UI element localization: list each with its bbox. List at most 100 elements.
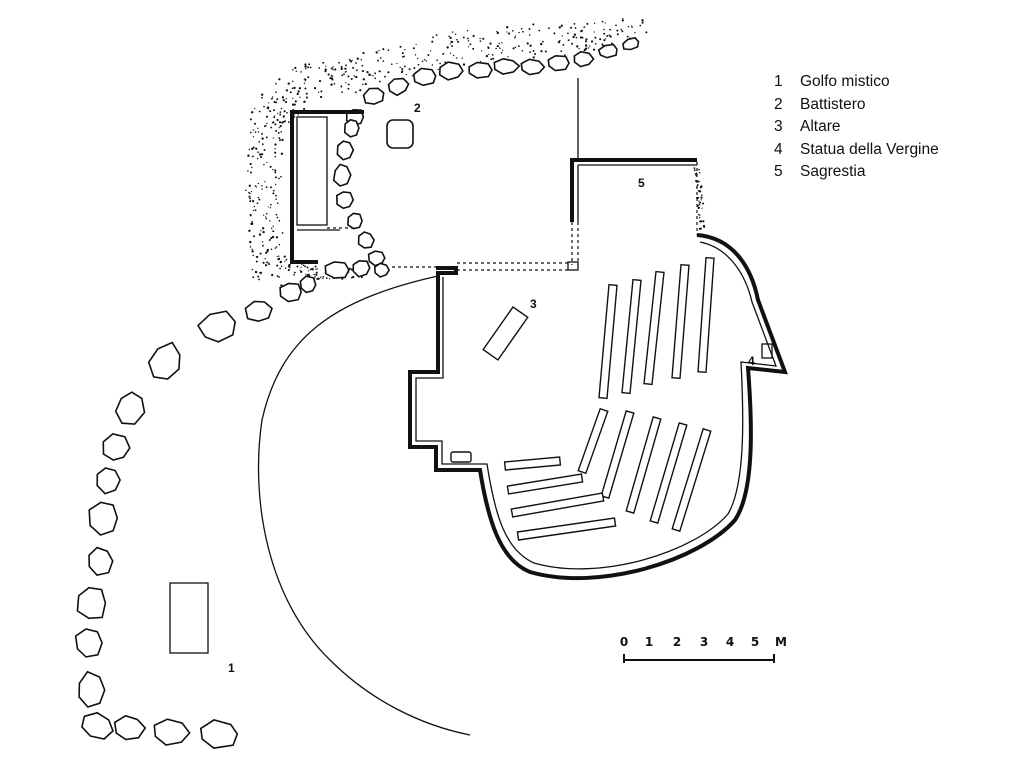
stipple-dot (272, 168, 274, 171)
stipple-dot (590, 40, 594, 43)
stone-border (74, 36, 640, 749)
stipple-dot (304, 65, 307, 68)
stipple-dot (621, 18, 624, 20)
stipple-dot (362, 51, 365, 55)
stipple-dot (300, 270, 303, 273)
stipple-dot (538, 29, 541, 32)
stipple-dot (274, 115, 276, 117)
stipple-dot (352, 275, 355, 279)
stone (597, 43, 618, 59)
stipple-dot (606, 35, 609, 37)
stipple-dot (274, 169, 277, 172)
stipple-dot (435, 34, 438, 36)
stipple-dot (256, 255, 259, 258)
stipple-dot (274, 170, 276, 173)
stipple-dot (253, 122, 257, 125)
stipple-dot (279, 267, 281, 270)
stipple-dot (265, 186, 268, 189)
stipple-dot (265, 212, 268, 215)
stipple-dot (248, 229, 251, 232)
stipple-dot (584, 44, 588, 47)
altar (482, 306, 529, 361)
stipple-dot (318, 67, 321, 69)
stipple-dot (252, 209, 255, 212)
stipple-dot (514, 46, 517, 49)
stipple-dot (309, 269, 311, 271)
stipple-dot (258, 153, 262, 156)
stipple-dot (275, 129, 278, 132)
stipple-dot (570, 26, 573, 29)
stipple-dot (249, 131, 252, 134)
stipple-dot (564, 54, 566, 56)
stipple-dot (414, 54, 417, 56)
stipple-dot (251, 147, 254, 150)
stipple-dot (328, 278, 331, 280)
stipple-dot (466, 37, 469, 40)
stone (362, 87, 385, 105)
stipple-dot (500, 51, 503, 54)
stipple-dot (571, 42, 574, 45)
stipple-dot (372, 74, 374, 77)
stipple-dot (254, 107, 256, 110)
stipple-dot (257, 131, 260, 133)
stipple-dot (429, 50, 432, 52)
stipple-dot (452, 54, 455, 57)
stipple-dot (448, 35, 450, 38)
stipple-dot (293, 273, 295, 276)
stipple-dot (266, 161, 268, 164)
stipple-dot (273, 116, 275, 119)
stipple-dot (499, 47, 501, 50)
stipple-dot (254, 185, 257, 187)
stipple-dot (424, 59, 426, 61)
stipple-dot (697, 190, 699, 192)
stipple-dot (249, 200, 252, 203)
stipple-dot (268, 263, 271, 266)
stipple-dot (542, 40, 544, 43)
stipple-dot (436, 59, 438, 62)
stipple-dot (278, 121, 282, 124)
stipple-dot (333, 82, 336, 85)
stipple-dot (292, 97, 294, 100)
stipple-dot (274, 247, 277, 249)
stipple-dot (287, 269, 290, 272)
stipple-dot (283, 255, 286, 258)
stipple-dot (254, 270, 258, 274)
stipple-dot (284, 260, 286, 263)
stipple-dot (257, 127, 259, 129)
scale-line (624, 659, 774, 661)
stipple-dot (303, 100, 306, 103)
stipple-dot (506, 26, 509, 29)
stipple-dot (283, 110, 286, 113)
stipple-dot (366, 70, 369, 74)
stipple-dot (293, 271, 296, 274)
stipple-dot (466, 30, 469, 32)
stone (336, 140, 355, 161)
stipple-dot (697, 206, 700, 210)
stipple-dot (278, 276, 281, 278)
stipple-dot (272, 230, 275, 233)
stipple-dot (641, 21, 644, 24)
stipple-dot (594, 36, 597, 39)
stipple-dot (593, 31, 595, 33)
stipple-dot (526, 42, 529, 45)
pew (510, 492, 605, 518)
stipple-dot (296, 92, 299, 96)
stipple-dot (345, 82, 347, 84)
stipple-dot (594, 42, 597, 45)
scale-tick-label: 2 (672, 635, 682, 649)
pew (649, 422, 688, 524)
stipple-dot (699, 220, 702, 223)
stipple-dot (261, 96, 263, 99)
stipple-dot (431, 40, 434, 43)
stipple-dot (496, 31, 499, 35)
stipple-dot (362, 83, 364, 86)
stipple-dot (289, 264, 292, 266)
stipple-dot (319, 95, 323, 99)
stipple-dot (251, 221, 254, 223)
stipple-dot (310, 268, 313, 271)
stipple-dot (258, 110, 261, 113)
stone (468, 61, 493, 79)
pew (598, 283, 618, 400)
stipple-dot (251, 166, 253, 169)
